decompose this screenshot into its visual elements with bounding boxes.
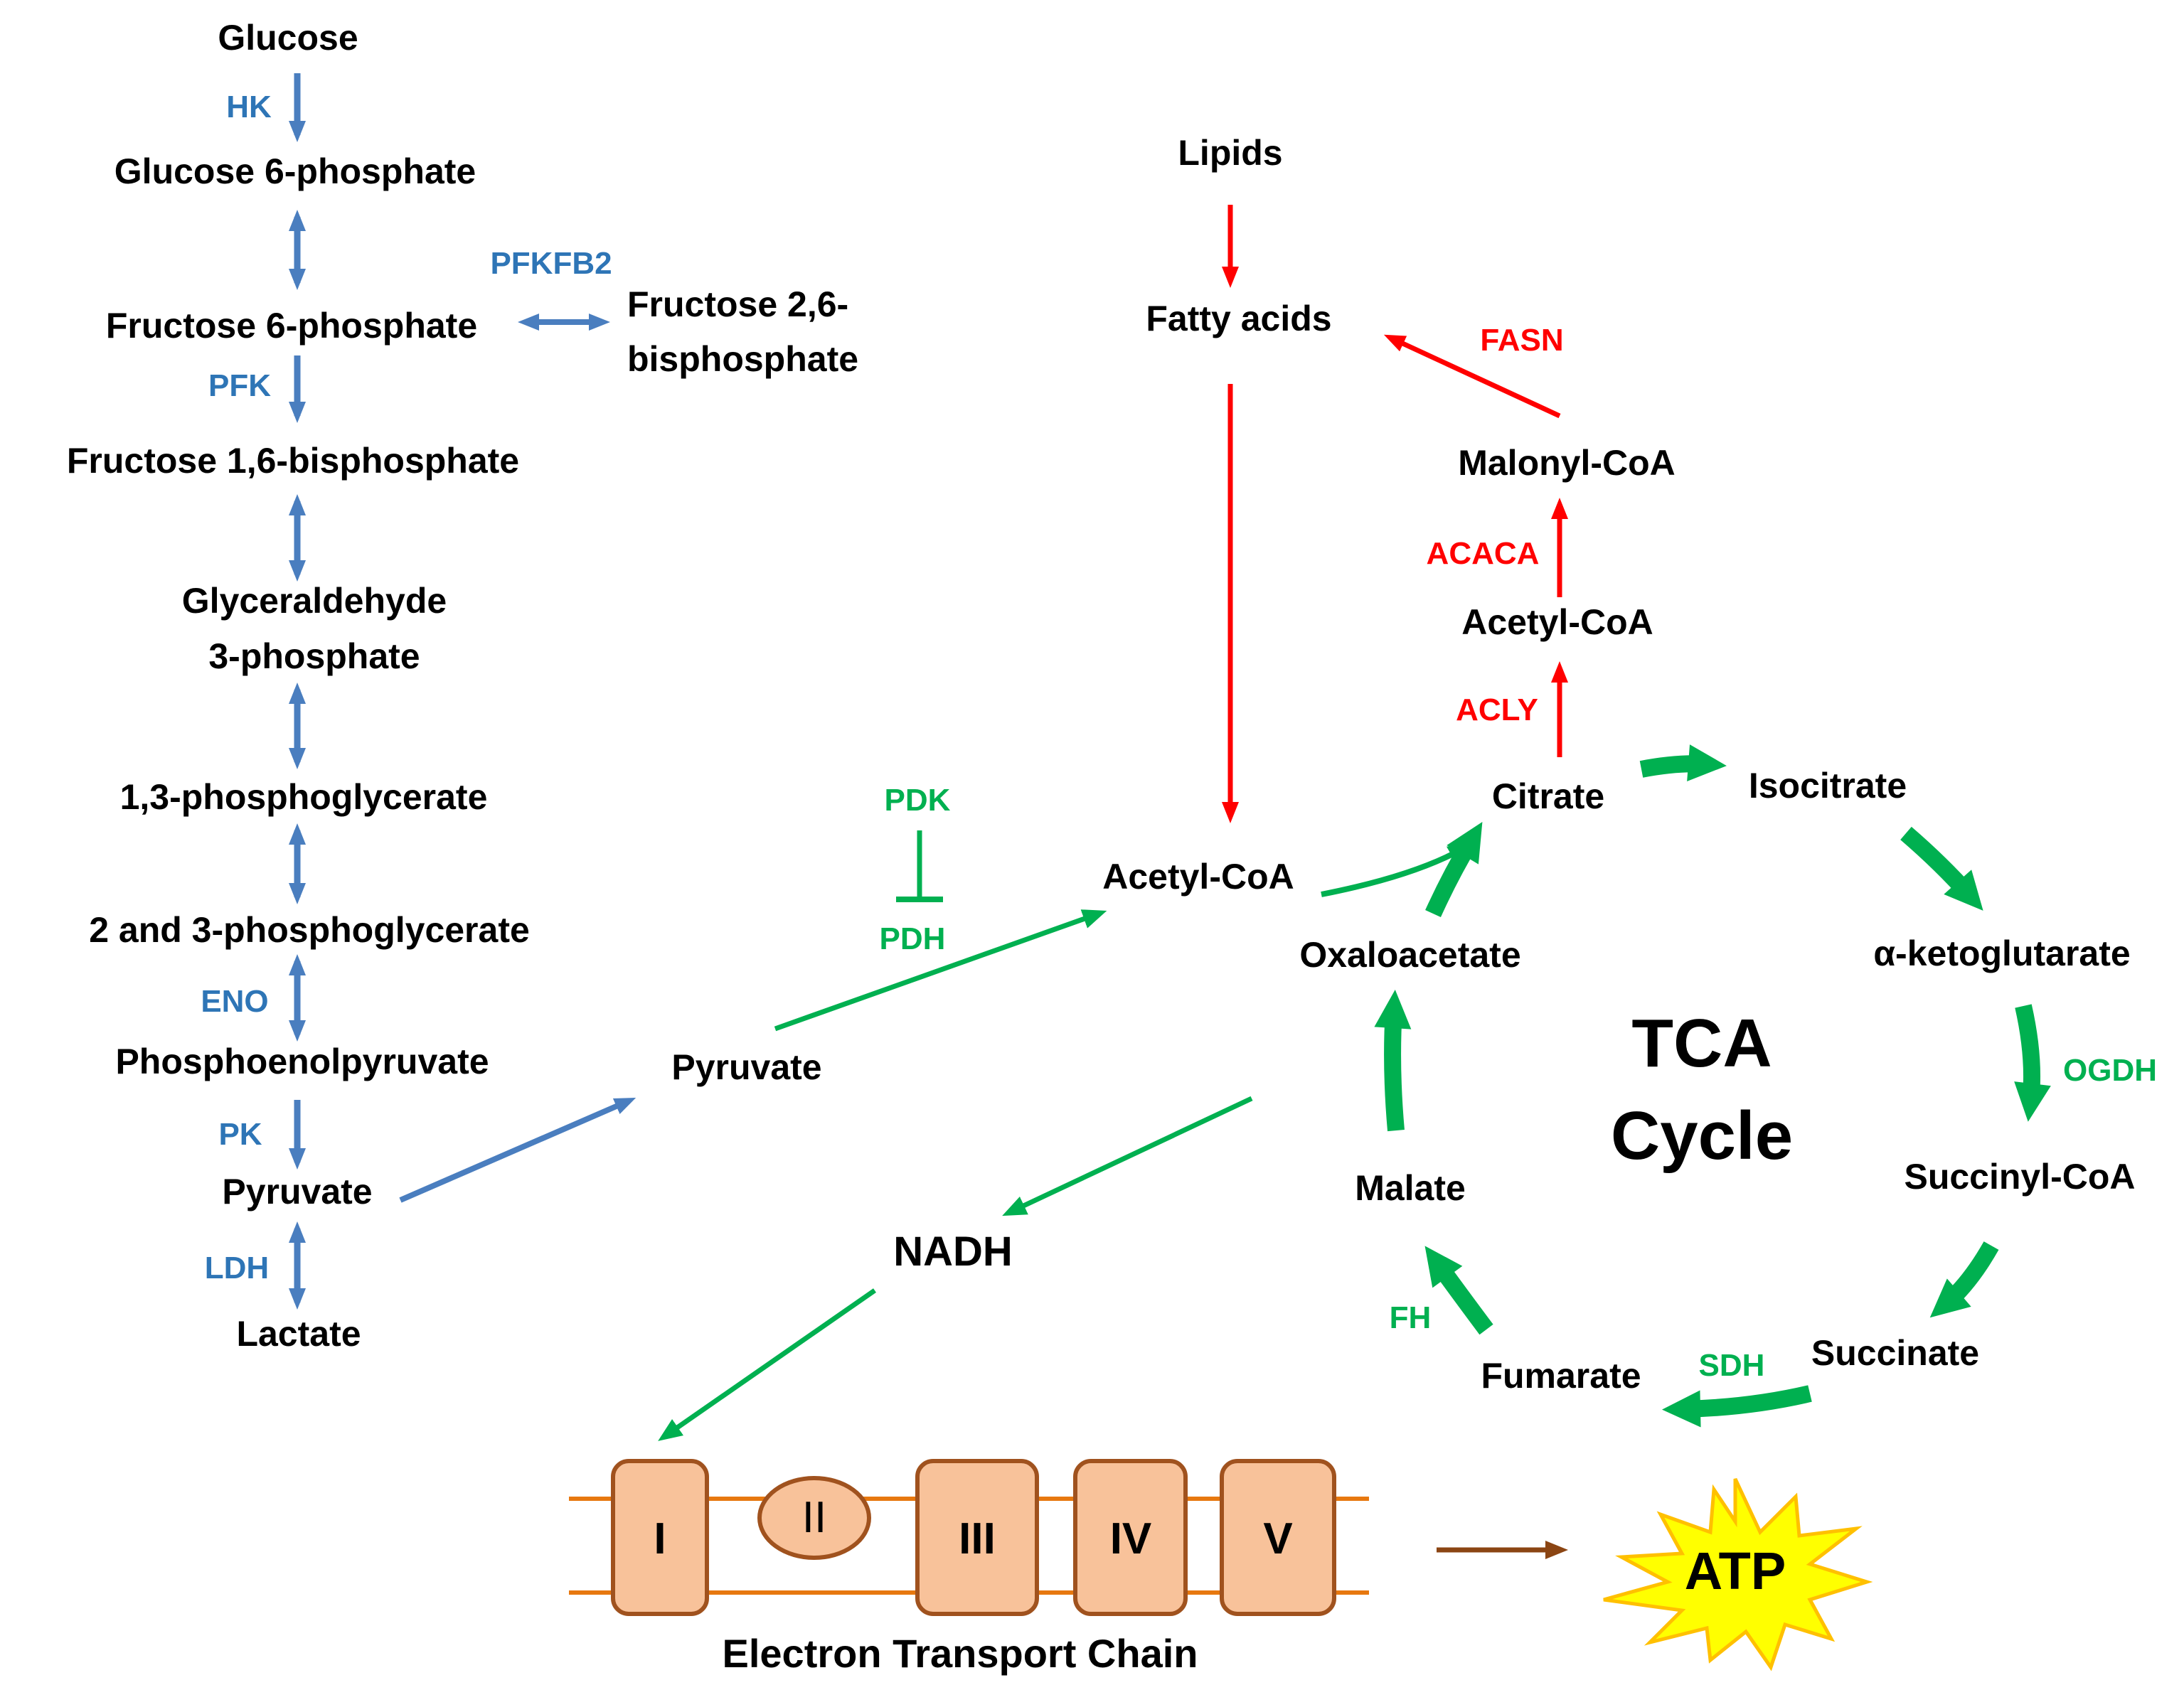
sdh-enzyme-label: SDH xyxy=(1699,1348,1765,1383)
electron-transport-chain-label: Electron Transport Chain xyxy=(723,1631,1198,1676)
succinate-label: Succinate xyxy=(1811,1333,1979,1373)
isocitrate-label: Isocitrate xyxy=(1749,766,1907,806)
fructose-16-bisphosphate-label: Fructose 1,6-bisphosphate xyxy=(67,441,519,481)
complex-iv xyxy=(1073,1459,1188,1616)
acly-enzyme-label: ACLY xyxy=(1456,692,1538,727)
lipid-metabolism: Lipids Fatty acids FASN Malonyl-CoA ACAC… xyxy=(1146,133,1676,823)
acetyl-coa-cytosol-label: Acetyl-CoA xyxy=(1461,602,1653,642)
acaca-enzyme-label: ACACA xyxy=(1427,536,1540,571)
alpha-ketoglutarate-label: α-ketoglutarate xyxy=(1873,934,2130,973)
fatty-acids-label: Fatty acids xyxy=(1146,299,1331,338)
pfk-enzyme-label: PFK xyxy=(208,368,271,403)
complex-v-label: V xyxy=(1263,1514,1292,1563)
pyruvate-oxidation: Pyruvate PDK PDH Acetyl-CoA xyxy=(671,783,1473,1087)
electron-transport: NADH I II III IV V Electron Transport Ch… xyxy=(569,1096,1873,1676)
complex-iii-label: III xyxy=(959,1514,996,1563)
fh-enzyme-label: FH xyxy=(1390,1300,1432,1335)
pk-enzyme-label: PK xyxy=(218,1117,262,1152)
oxaloacetate-label: Oxaloacetate xyxy=(1299,935,1520,975)
fumarate-to-malate-arrow xyxy=(1424,1246,1493,1335)
malonyl-coa-label: Malonyl-CoA xyxy=(1458,443,1676,483)
pyruvate-transport-arrow xyxy=(399,1098,636,1203)
oxaloacetate-to-citrate-arrow xyxy=(1425,821,1483,917)
complex-i xyxy=(611,1459,709,1616)
glucose-6-phosphate-label: Glucose 6-phosphate xyxy=(114,151,476,191)
glyceraldehyde-label: Glyceraldehyde xyxy=(182,581,447,621)
3-phosphate-label: 3-phosphate xyxy=(208,636,420,676)
complex-v xyxy=(1220,1459,1336,1616)
succinylcoa-to-succinate-arrow xyxy=(1929,1241,1999,1318)
tca-title-line1: TCA xyxy=(1631,1005,1772,1081)
pyruvate-mito-label: Pyruvate xyxy=(671,1047,821,1087)
glucose-label: Glucose xyxy=(218,18,358,58)
phosphoenolpyruvate-label: Phosphoenolpyruvate xyxy=(115,1042,489,1081)
akg-to-succinylcoa-arrow xyxy=(2014,1004,2051,1122)
ogdh-enzyme-label: OGDH xyxy=(2063,1053,2157,1088)
glycolysis-pathway: Glucose HK Glucose 6-phosphate Fructose … xyxy=(67,18,858,1354)
atp-label: ATP xyxy=(1685,1541,1786,1600)
2-and-3-phosphoglycerate-label: 2 and 3-phosphoglycerate xyxy=(89,910,530,950)
malate-label: Malate xyxy=(1355,1168,1466,1208)
fructose-26-bisphosphate-line2: bisphosphate xyxy=(627,339,858,379)
pyruvate-to-acetylcoa-arrow xyxy=(774,909,1107,1032)
acetyl-coa-label: Acetyl-CoA xyxy=(1102,857,1294,897)
malate-to-oxaloacetate-arrow xyxy=(1374,990,1412,1132)
fumarate-label: Fumarate xyxy=(1481,1356,1641,1396)
citrate-label: Citrate xyxy=(1492,776,1604,816)
complex-iv-label: IV xyxy=(1110,1514,1152,1563)
13-phosphoglycerate-label: 1,3-phosphoglycerate xyxy=(120,777,488,817)
tca-title-line2: Cycle xyxy=(1611,1098,1793,1174)
hk-enzyme-label: HK xyxy=(226,90,272,124)
complex-iii xyxy=(915,1459,1039,1616)
tca-to-nadh-arrow xyxy=(1002,1096,1253,1216)
citrate-to-isocitrate-arrow xyxy=(1639,744,1727,781)
fructose-6-phosphate-label: Fructose 6-phosphate xyxy=(106,306,477,346)
complex-ii-label: II xyxy=(802,1493,826,1542)
nadh-to-etc-arrow xyxy=(658,1288,876,1441)
pfkfb2-enzyme-label: PFKFB2 xyxy=(490,246,612,281)
succinyl-coa-label: Succinyl-CoA xyxy=(1904,1157,2135,1197)
fructose-26-bisphosphate-line1: Fructose 2,6- xyxy=(627,284,848,324)
succinate-to-fumarate-arrow xyxy=(1662,1385,1812,1428)
nadh-label: NADH xyxy=(893,1229,1013,1275)
lactate-label: Lactate xyxy=(236,1314,361,1354)
lipids-label: Lipids xyxy=(1178,133,1282,173)
ldh-enzyme-label: LDH xyxy=(205,1251,269,1285)
isocitrate-to-akg-arrow xyxy=(1900,826,1983,911)
malonylcoa-to-fatty-acids-arrow xyxy=(1383,334,1561,419)
eno-enzyme-label: ENO xyxy=(201,984,268,1019)
atp-starburst xyxy=(1603,1477,1873,1671)
tca-cycle: TCA Cycle Citrate Isocitrate α-ketogluta… xyxy=(1299,744,2157,1428)
pyruvate-glycolysis-label: Pyruvate xyxy=(222,1172,372,1211)
fasn-enzyme-label: FASN xyxy=(1480,323,1563,358)
complex-i-label: I xyxy=(654,1514,666,1563)
complex-ii xyxy=(757,1476,871,1560)
pdh-enzyme-label: PDH xyxy=(880,921,946,956)
pdk-enzyme-label: PDK xyxy=(885,783,951,818)
